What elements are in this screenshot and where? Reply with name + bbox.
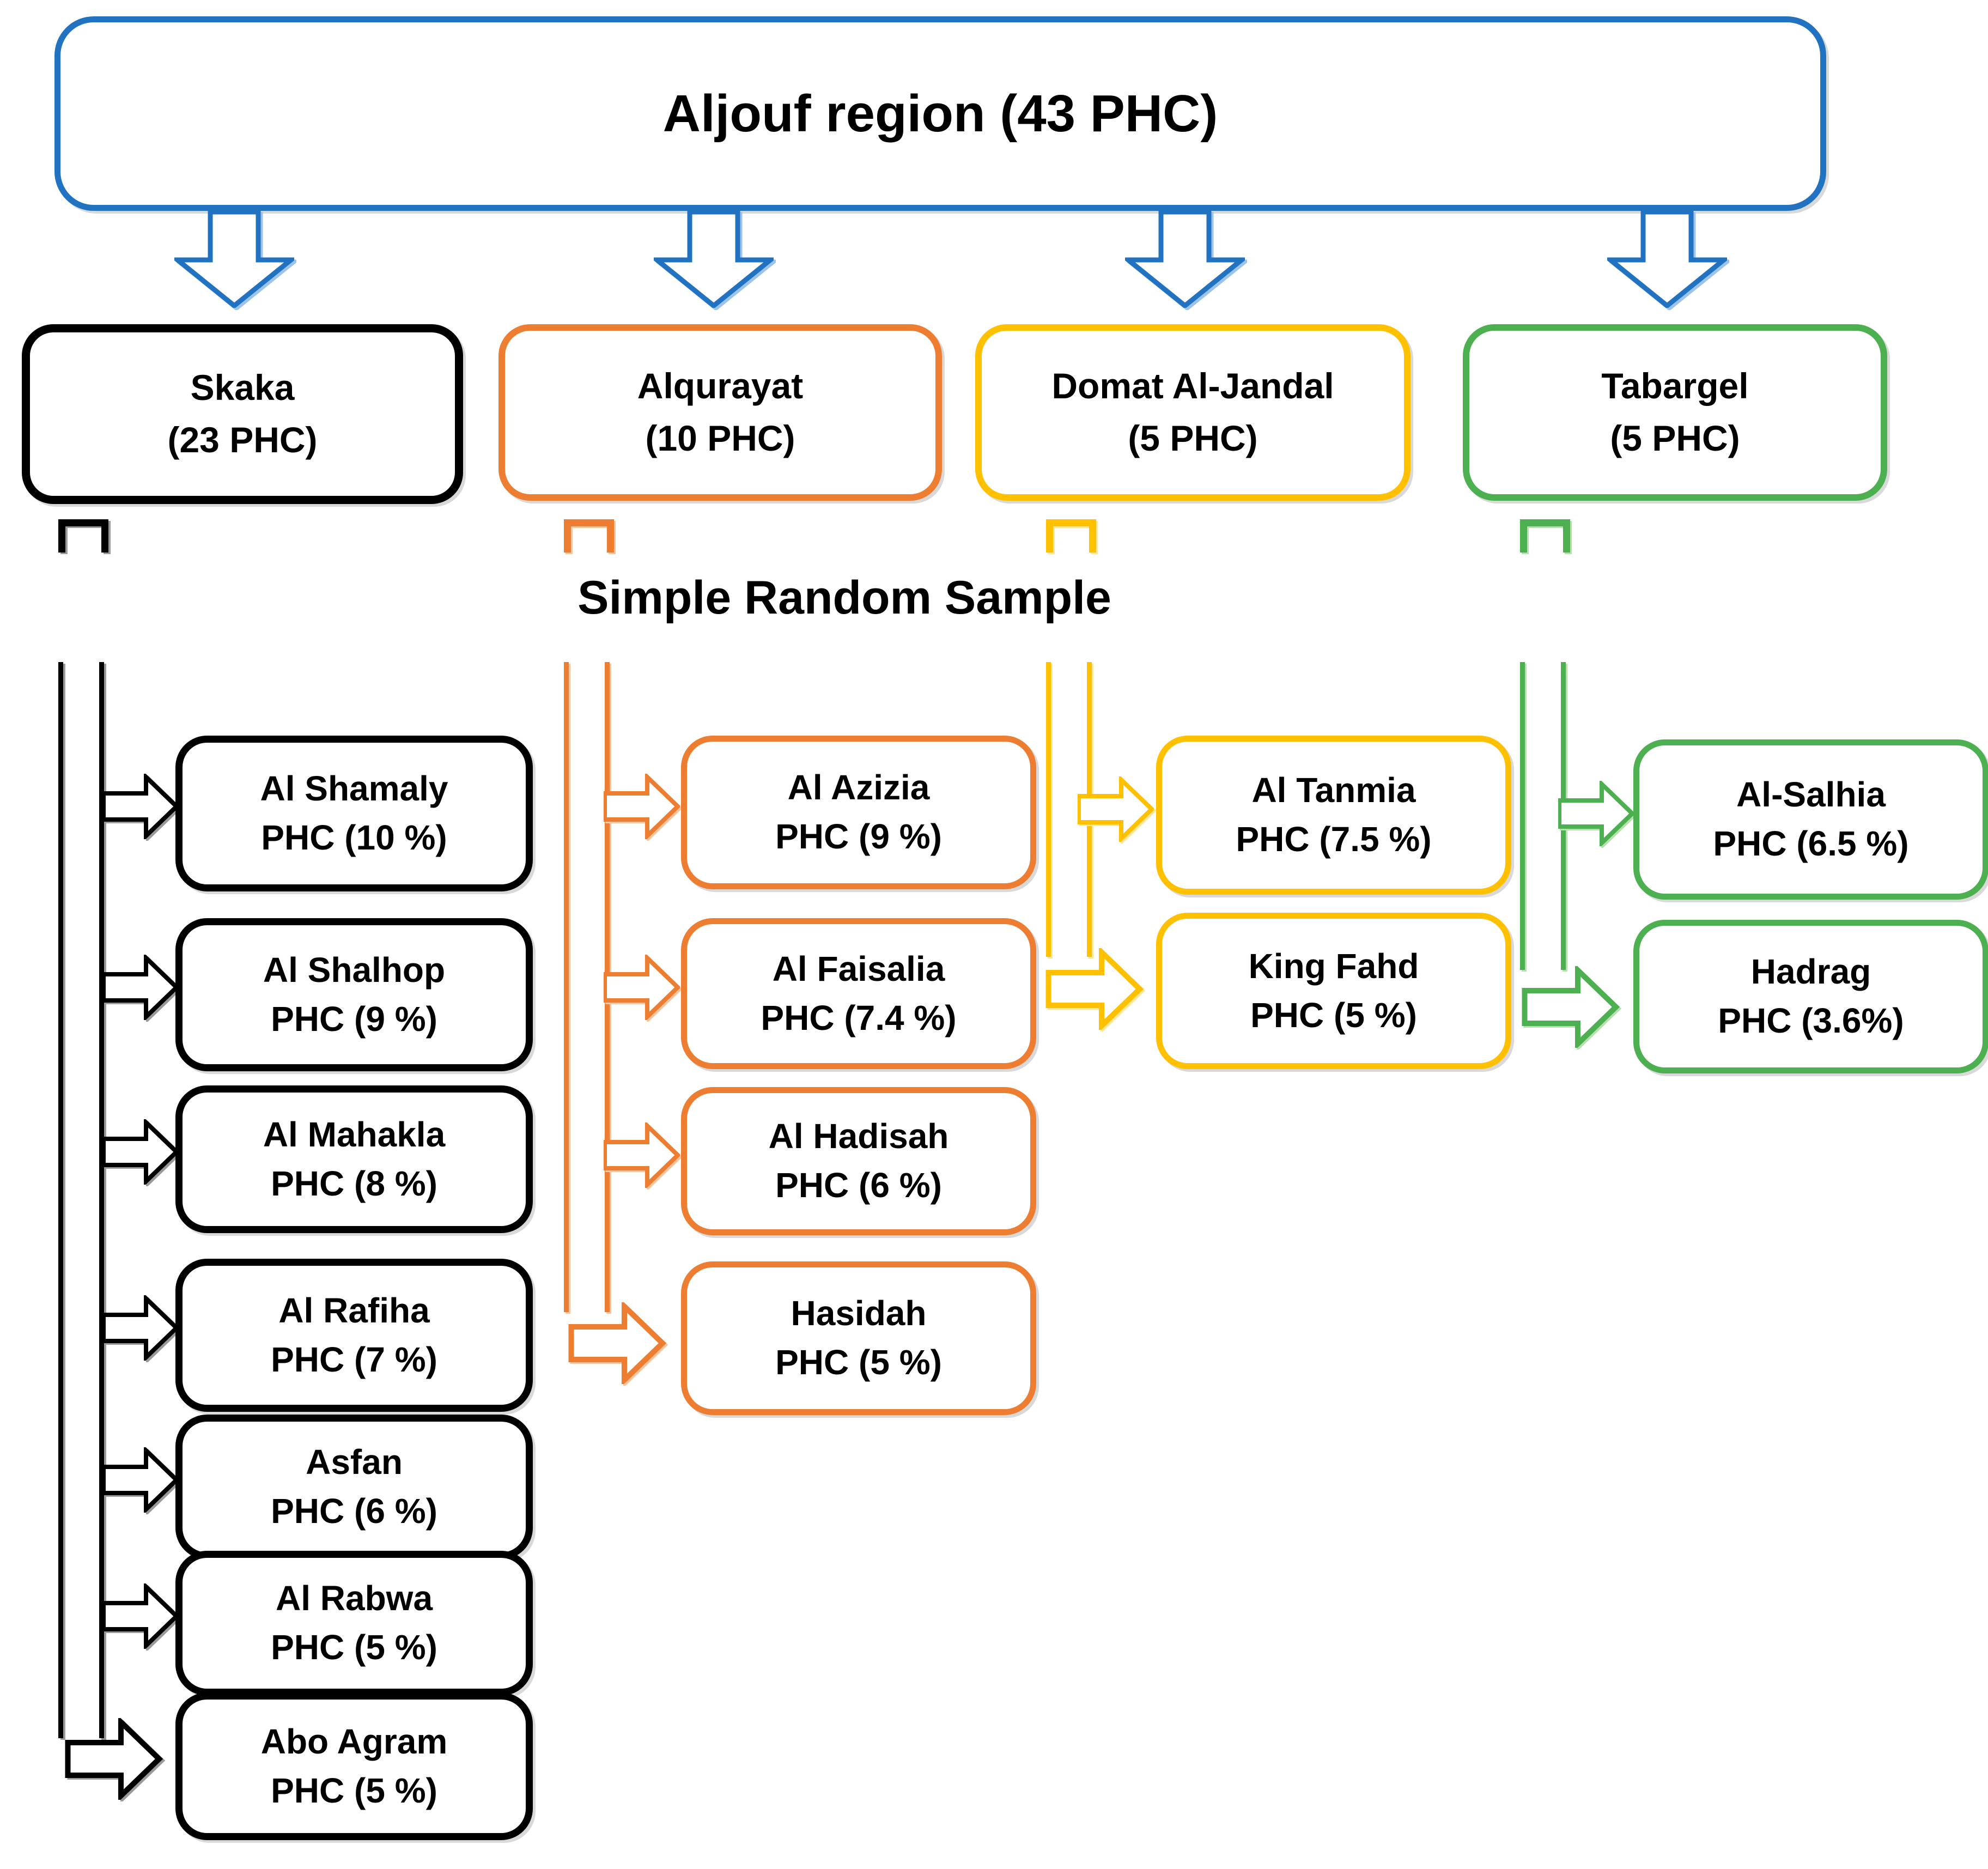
region-count: (5 PHC) xyxy=(1128,418,1258,458)
bracket-tabargel xyxy=(1520,519,1570,553)
region-name: Domat Al-Jandal xyxy=(1051,366,1334,406)
right-arrow-icon xyxy=(102,1119,179,1185)
right-arrow-icon xyxy=(61,1718,167,1800)
leaf-box-al-salhia: Al-Salhia PHC (6.5 %) xyxy=(1633,739,1988,900)
phc-pct: PHC (5 %) xyxy=(271,1628,437,1667)
region-box-tabargel: Tabargel (5 PHC) xyxy=(1463,324,1887,501)
right-arrow-icon xyxy=(1558,781,1634,846)
phc-pct: PHC (5 %) xyxy=(271,1770,437,1810)
phc-pct: PHC (5 %) xyxy=(775,1343,942,1382)
phc-name: Al Shalhop xyxy=(263,950,446,990)
phc-name: Al Mahakla xyxy=(263,1114,446,1154)
bracket-domat xyxy=(1046,519,1096,553)
down-arrow-icon xyxy=(654,210,774,308)
phc-name: Hasidah xyxy=(791,1294,927,1333)
root-region-title: Aljouf region (43 PHC) xyxy=(662,84,1218,143)
phc-pct: PHC (6 %) xyxy=(271,1491,437,1531)
down-arrow-icon xyxy=(174,210,294,308)
leaf-box-al-tanmia: Al Tanmia PHC (7.5 %) xyxy=(1156,736,1511,895)
region-box-skaka: Skaka (23 PHC) xyxy=(22,324,463,504)
phc-pct: PHC (9 %) xyxy=(775,817,942,856)
phc-pct: PHC (6.5 %) xyxy=(1713,824,1909,863)
right-arrow-icon xyxy=(102,1295,179,1361)
phc-pct: PHC (10 %) xyxy=(261,818,447,857)
right-arrow-icon xyxy=(102,1447,179,1513)
phc-pct: PHC (6 %) xyxy=(775,1166,942,1205)
phc-pct: PHC (5 %) xyxy=(1250,995,1417,1035)
root-region-box: Aljouf region (43 PHC) xyxy=(54,16,1826,211)
phc-name: Al-Salhia xyxy=(1736,775,1886,815)
region-name: Alqurayat xyxy=(637,366,804,406)
bracket-skaka xyxy=(58,519,108,553)
right-arrow-icon xyxy=(102,774,179,839)
region-count: (5 PHC) xyxy=(1610,418,1740,458)
right-arrow-icon xyxy=(564,1302,671,1384)
leaf-box-king-fahd: King Fahd PHC (5 %) xyxy=(1156,913,1511,1069)
right-arrow-icon xyxy=(604,774,680,839)
right-arrow-icon xyxy=(604,955,680,1020)
right-arrow-icon xyxy=(102,1583,179,1649)
leaf-box-al-hadisah: Al Hadisah PHC (6 %) xyxy=(681,1087,1036,1235)
region-box-domat-al-jandal: Domat Al-Jandal (5 PHC) xyxy=(975,324,1411,501)
leaf-box-al-shamaly: Al Shamaly PHC (10 %) xyxy=(175,736,533,891)
leaf-box-al-shalhop: Al Shalhop PHC (9 %) xyxy=(175,918,533,1071)
phc-pct: PHC (7 %) xyxy=(271,1339,437,1379)
right-arrow-icon xyxy=(1518,966,1624,1048)
phc-name: Al Rafiha xyxy=(278,1290,430,1330)
leaf-box-abo-agram: Abo Agram PHC (5 %) xyxy=(175,1692,533,1840)
region-count: (23 PHC) xyxy=(167,420,318,460)
phc-name: Al Hadisah xyxy=(768,1116,949,1156)
region-name: Skaka xyxy=(190,367,295,408)
region-box-alqurayat: Alqurayat (10 PHC) xyxy=(498,324,942,501)
phc-name: Al Azizia xyxy=(787,768,930,808)
phc-name: Al Shamaly xyxy=(260,769,448,809)
right-arrow-icon xyxy=(102,955,179,1020)
phc-name: King Fahd xyxy=(1248,946,1419,986)
connector-alqurayat xyxy=(564,662,610,1312)
phc-name: Asfan xyxy=(306,1442,403,1482)
phc-pct: PHC (7.4 %) xyxy=(761,998,957,1037)
leaf-box-hadrag: Hadrag PHC (3.6%) xyxy=(1633,920,1988,1073)
leaf-box-al-rabwa: Al Rabwa PHC (5 %) xyxy=(175,1551,533,1696)
phc-name: Al Rabwa xyxy=(275,1579,433,1618)
phc-pct: PHC (9 %) xyxy=(271,999,437,1039)
region-count: (10 PHC) xyxy=(645,418,795,458)
phc-name: Al Tanmia xyxy=(1251,770,1416,810)
phc-name: Abo Agram xyxy=(260,1721,448,1761)
region-name: Tabargel xyxy=(1601,366,1749,406)
connector-skaka xyxy=(58,662,104,1738)
phc-name: Hadrag xyxy=(1750,952,1871,992)
phc-name: Al Faisalia xyxy=(772,949,945,988)
sampling-method-label: Simple Random Sample xyxy=(577,572,1111,624)
phc-pct: PHC (7.5 %) xyxy=(1236,820,1432,859)
phc-pct: PHC (3.6%) xyxy=(1718,1001,1904,1040)
leaf-box-al-rafiha: Al Rafiha PHC (7 %) xyxy=(175,1259,533,1412)
right-arrow-icon xyxy=(1042,948,1148,1030)
leaf-box-al-azizia: Al Azizia PHC (9 %) xyxy=(681,736,1036,889)
leaf-box-al-mahakla: Al Mahakla PHC (8 %) xyxy=(175,1085,533,1233)
down-arrow-icon xyxy=(1607,210,1727,308)
bracket-alqurayat xyxy=(564,519,614,553)
leaf-box-asfan: Asfan PHC (6 %) xyxy=(175,1415,533,1559)
leaf-box-al-faisalia: Al Faisalia PHC (7.4 %) xyxy=(681,918,1036,1069)
right-arrow-icon xyxy=(604,1122,680,1188)
phc-pct: PHC (8 %) xyxy=(271,1163,437,1203)
down-arrow-icon xyxy=(1125,210,1245,308)
leaf-box-hasidah: Hasidah PHC (5 %) xyxy=(681,1261,1036,1415)
right-arrow-icon xyxy=(1078,776,1154,842)
